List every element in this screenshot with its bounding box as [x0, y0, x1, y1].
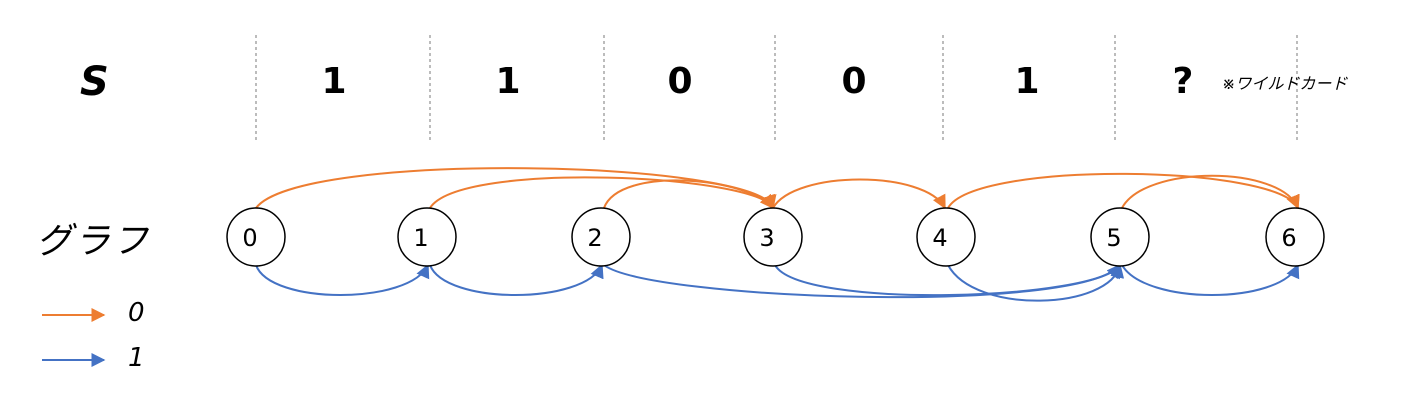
sequence-value: 1 [495, 61, 521, 102]
legend-arrows [42, 308, 106, 367]
graph-nodes: 0 1 2 3 4 5 6 [226, 207, 1325, 267]
edge-3-to-4 [772, 178, 946, 210]
graph-node: 5 [1090, 207, 1150, 267]
sequence-value: 1 [1014, 61, 1040, 102]
legend-label-zero: 0 [128, 298, 145, 328]
edge-5-to-6 [1121, 263, 1300, 296]
node-label: 0 [242, 224, 257, 252]
sequence-value: 0 [841, 61, 867, 102]
zero-edges [255, 167, 1300, 210]
legend-label-one: 1 [128, 343, 145, 373]
edge-1-to-2 [429, 263, 604, 296]
node-label: 4 [932, 224, 947, 252]
node-label: 1 [413, 224, 428, 252]
edge-0-to-1 [255, 263, 430, 296]
graph-node: 3 [743, 207, 803, 267]
node-label: 2 [587, 224, 602, 252]
sequence-value: 0 [667, 61, 693, 102]
sequence-value-wildcard: ? [1172, 61, 1194, 102]
node-label: 6 [1281, 224, 1296, 252]
graph-node: 1 [397, 207, 457, 267]
edge-4-to-5 [947, 263, 1125, 302]
edge-1-to-3 [429, 176, 775, 210]
edge-0-to-3 [255, 167, 777, 210]
node-label: 3 [759, 224, 774, 252]
graph-node: 2 [571, 207, 631, 267]
graph-node: 6 [1265, 207, 1325, 267]
sequence-value: 1 [321, 61, 347, 102]
node-label: 5 [1106, 224, 1121, 252]
sequence-label: S [80, 59, 109, 105]
graph-label: グラフ [36, 221, 151, 262]
graph-node: 4 [916, 207, 976, 267]
graph-node: 0 [226, 207, 286, 267]
wildcard-note: ※ワイルドカード [1222, 74, 1348, 93]
edge-2-to-3 [603, 179, 774, 210]
edge-5-to-6 [1121, 174, 1300, 210]
edge-3-to-5 [774, 263, 1121, 297]
edge-4-to-6 [947, 172, 1300, 210]
one-edges [255, 263, 1300, 302]
